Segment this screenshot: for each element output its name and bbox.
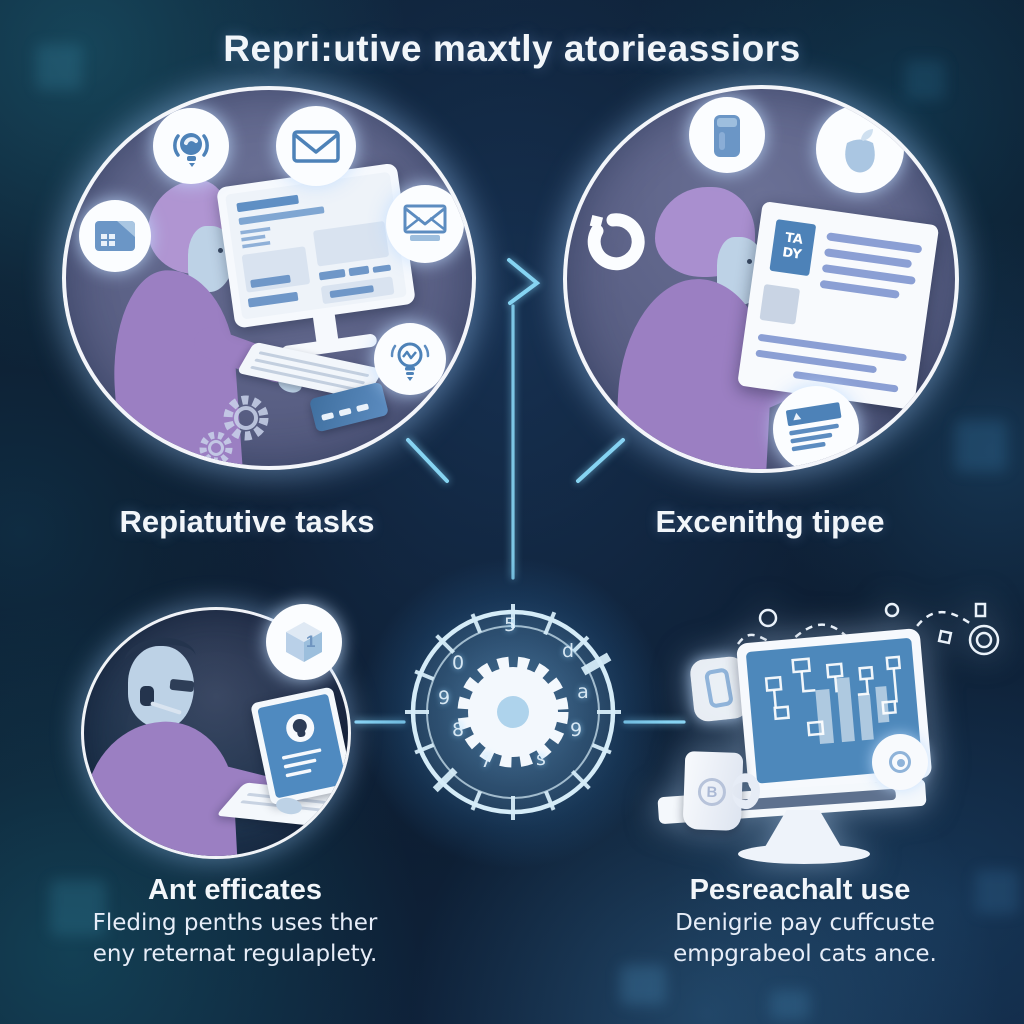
document-icon xyxy=(786,402,842,452)
stand-base xyxy=(738,844,870,864)
avatar-icon xyxy=(282,713,322,778)
assistant-bulb-icon xyxy=(173,133,209,167)
clock-digit: 9 xyxy=(569,719,583,741)
bokeh-square xyxy=(905,60,945,100)
gears-icon xyxy=(199,395,269,465)
idea-bulb-badge xyxy=(374,323,446,395)
cube-number: 1 xyxy=(306,632,316,651)
laptop-lid xyxy=(250,686,348,806)
bottle-badge xyxy=(689,97,765,173)
apple-icon xyxy=(845,129,875,173)
spiral-badge-icon xyxy=(889,751,911,773)
monitor-screen xyxy=(225,171,407,320)
caption-ant-line2: eny reternat regulaplety. xyxy=(92,941,378,967)
photo-card-badge xyxy=(79,200,151,272)
bokeh-square xyxy=(955,420,1007,472)
assistant-bulb-badge xyxy=(153,108,229,184)
board-thumbnail xyxy=(759,284,801,325)
caption-pesreachalt-line1: Denigrie pay cuffcuste xyxy=(675,910,935,936)
photo-card-icon xyxy=(95,221,135,251)
mail-badge xyxy=(276,106,356,186)
clock-digit: 8 xyxy=(451,719,465,741)
cube-badge: 1 xyxy=(266,604,342,680)
refresh-icon xyxy=(587,213,645,271)
bokeh-square xyxy=(620,965,666,1005)
clock-digit: 5 xyxy=(503,614,517,636)
open-mail-badge xyxy=(386,185,464,263)
heading-pesreachalt-use: Pesreachalt use xyxy=(689,874,911,906)
mug-logo: B xyxy=(697,777,727,807)
clock-dial xyxy=(405,604,621,820)
idea-bulb-icon xyxy=(390,342,430,381)
page-title: Repri:utive maxtly atorieassiors xyxy=(223,28,801,69)
clock-digit: s xyxy=(536,748,546,770)
open-mail-icon xyxy=(403,204,447,241)
cube-icon xyxy=(286,622,322,662)
excenithg-circle: TA DY xyxy=(563,85,959,473)
spiral-badge xyxy=(872,734,928,790)
bokeh-square xyxy=(36,44,82,90)
bokeh-square xyxy=(975,870,1019,914)
board-tag-line2: DY xyxy=(781,245,803,263)
clock-digit: 9 xyxy=(437,687,451,709)
pesreachalt-cluster: B xyxy=(640,588,1024,888)
mug-initial: B xyxy=(706,783,718,801)
person-eye xyxy=(747,259,752,264)
bokeh-square xyxy=(770,990,810,1020)
clock-digit: a xyxy=(577,681,589,703)
chevron-right-icon xyxy=(507,258,541,305)
repetitive-tasks-circle xyxy=(62,86,476,470)
mail-icon xyxy=(292,130,340,163)
gear-icon xyxy=(457,656,569,768)
caption-pesreachalt-line2: empgrabeol cats ance. xyxy=(673,941,937,967)
bokeh-square xyxy=(50,880,106,936)
bottle-icon xyxy=(714,115,740,157)
dashboard-screen-icon xyxy=(236,194,395,308)
clock-digit: 7 xyxy=(479,750,493,772)
monitor-screen xyxy=(745,637,923,784)
clock-digit: d xyxy=(561,640,575,662)
board-tag: TA DY xyxy=(769,219,817,277)
phone-icon xyxy=(703,667,735,709)
label-excenithg-tipee: Excenithg tipee xyxy=(655,504,885,539)
flowchart-icon xyxy=(764,655,902,745)
clock-digit: 0 xyxy=(451,652,465,674)
apple-badge xyxy=(816,105,904,193)
laptop-screen xyxy=(257,693,347,799)
document-badge xyxy=(773,386,859,469)
refresh-badge xyxy=(583,210,645,272)
coffee-mug: B xyxy=(682,751,761,831)
headset-earcup xyxy=(140,686,154,706)
person-eye xyxy=(218,248,223,253)
heading-ant-efficates: Ant efficates xyxy=(147,874,323,906)
glasses xyxy=(169,678,195,693)
caption-ant-line1: Fleding penths uses ther xyxy=(92,910,378,936)
label-repetitive-tasks: Repiatutive tasks xyxy=(119,504,375,539)
